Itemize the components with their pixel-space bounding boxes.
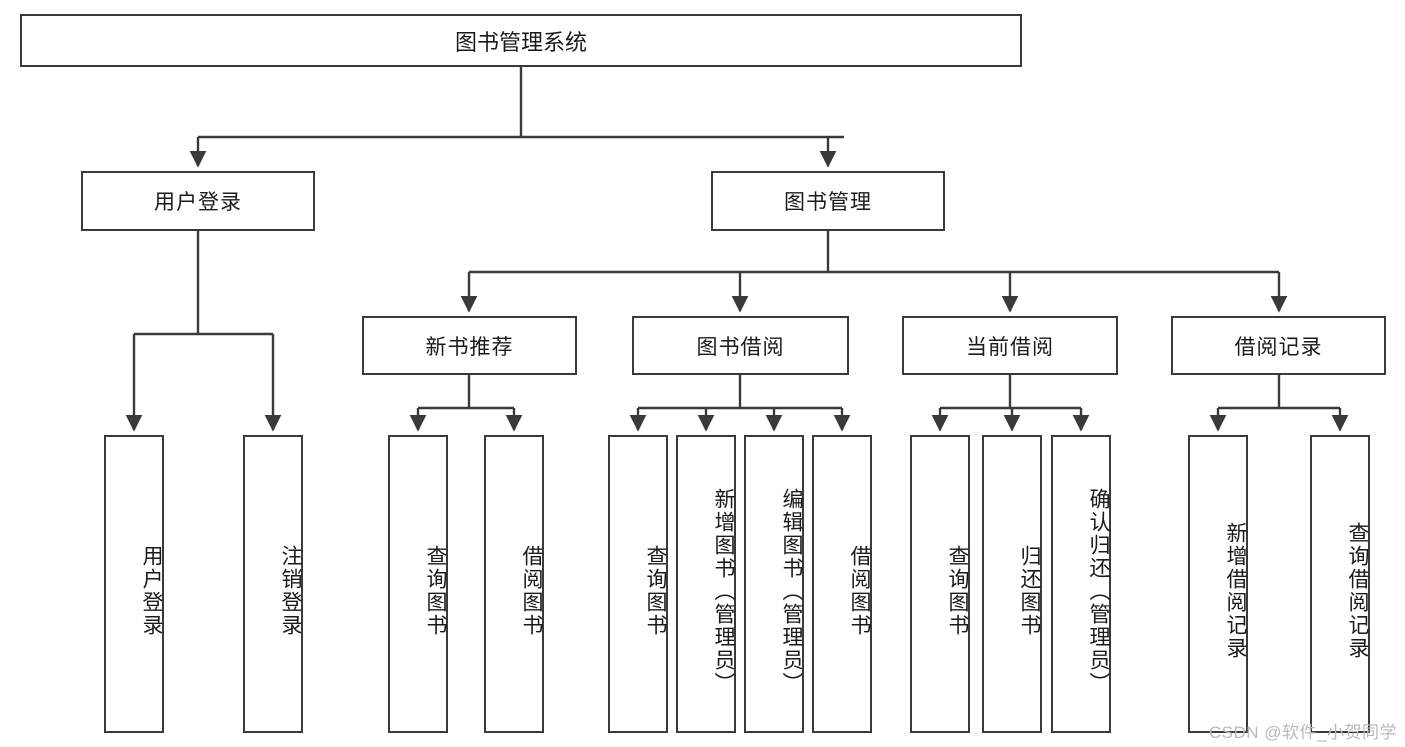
node-leaf-edit-book[interactable]: 编辑图书（管理员） [744, 435, 804, 733]
node-leaf-borrow-book-2[interactable]: 借阅图书 [812, 435, 872, 733]
node-leaf-add-record[interactable]: 新增借阅记录 [1188, 435, 1248, 733]
node-current-borrow-label: 当前借阅 [966, 335, 1054, 359]
node-user-login-label: 用户登录 [154, 191, 242, 214]
node-new-book-rec[interactable]: 新书推荐 [362, 316, 577, 375]
node-leaf-borrow-book-1[interactable]: 借阅图书 [484, 435, 544, 733]
node-leaf-add-book[interactable]: 新增图书（管理员） [676, 435, 736, 733]
node-leaf-confirm-return[interactable]: 确认归还（管理员） [1051, 435, 1111, 733]
node-borrow-record-label: 借阅记录 [1234, 335, 1323, 359]
node-leaf-confirm-return-label: 确认归还（管理员） [1087, 487, 1110, 695]
node-leaf-borrow-book-1-label: 借阅图书 [520, 545, 543, 637]
node-leaf-query-record-label: 查询借阅记录 [1346, 522, 1369, 660]
node-leaf-logout[interactable]: 注销登录 [243, 435, 303, 733]
node-leaf-query-book-2-label: 查询图书 [644, 545, 667, 637]
node-book-manage[interactable]: 图书管理 [711, 171, 945, 231]
node-leaf-return-book-label: 归还图书 [1018, 545, 1041, 637]
node-borrow-record[interactable]: 借阅记录 [1171, 316, 1386, 375]
node-leaf-return-book[interactable]: 归还图书 [982, 435, 1042, 733]
node-current-borrow[interactable]: 当前借阅 [902, 316, 1118, 375]
node-leaf-query-book-2[interactable]: 查询图书 [608, 435, 668, 733]
node-leaf-user-login-label: 用户登录 [140, 545, 163, 637]
node-book-borrow-label: 图书借阅 [696, 335, 785, 359]
node-leaf-add-record-label: 新增借阅记录 [1224, 522, 1247, 660]
node-root-label: 图书管理系统 [454, 29, 587, 55]
node-leaf-query-record[interactable]: 查询借阅记录 [1310, 435, 1370, 733]
node-user-login[interactable]: 用户登录 [81, 171, 315, 231]
node-leaf-query-book-3[interactable]: 查询图书 [910, 435, 970, 733]
node-leaf-add-book-label: 新增图书（管理员） [712, 487, 735, 695]
node-new-book-rec-label: 新书推荐 [425, 335, 514, 359]
watermark: CSDN @软件_小贺同学 [1208, 723, 1397, 742]
node-leaf-borrow-book-2-label: 借阅图书 [848, 545, 871, 637]
node-leaf-edit-book-label: 编辑图书（管理员） [780, 487, 803, 695]
node-leaf-logout-label: 注销登录 [279, 545, 302, 637]
node-root[interactable]: 图书管理系统 [20, 14, 1022, 67]
node-book-manage-label: 图书管理 [784, 191, 872, 214]
node-leaf-query-book-1[interactable]: 查询图书 [388, 435, 448, 733]
node-leaf-query-book-3-label: 查询图书 [946, 545, 969, 637]
node-leaf-user-login[interactable]: 用户登录 [104, 435, 164, 733]
node-book-borrow[interactable]: 图书借阅 [632, 316, 849, 375]
node-leaf-query-book-1-label: 查询图书 [424, 545, 447, 637]
